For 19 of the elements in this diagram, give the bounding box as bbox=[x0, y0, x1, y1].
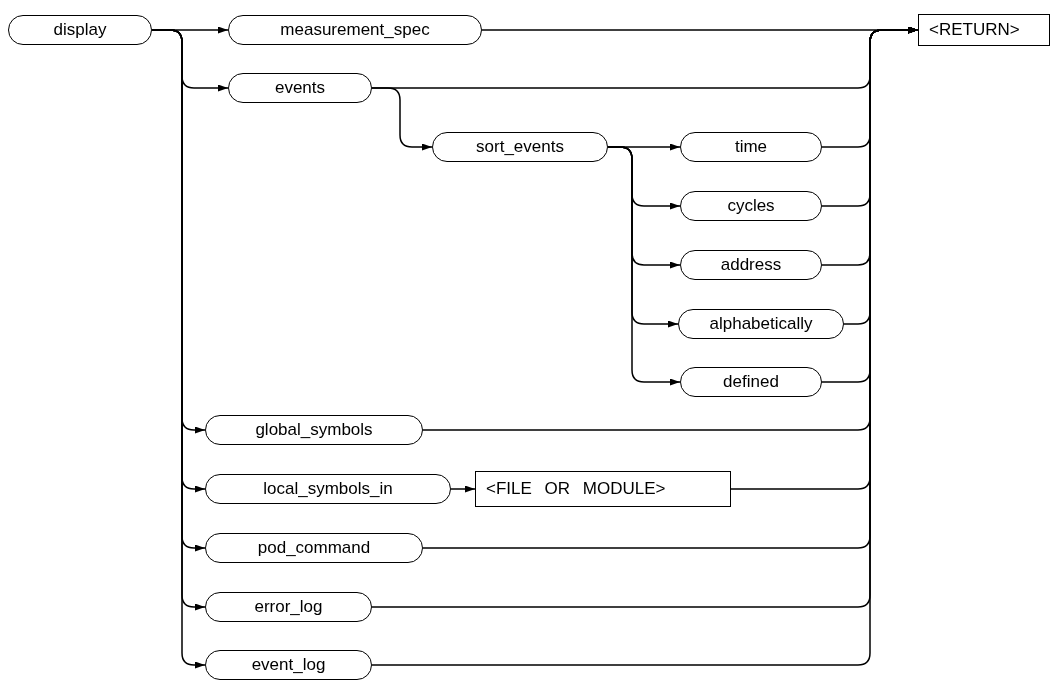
keyword-box: error_log bbox=[205, 592, 372, 622]
keyword-box: event_log bbox=[205, 650, 372, 680]
connector-arrow bbox=[371, 87, 433, 151]
keyword-box: time bbox=[680, 132, 822, 162]
keyword-box: sort_events bbox=[432, 132, 608, 162]
keyword-box: display bbox=[8, 15, 152, 45]
keyword-box: defined bbox=[680, 367, 822, 397]
parameter-box: <FILE OR MODULE> bbox=[475, 471, 731, 507]
parameter-box: <RETURN> bbox=[918, 14, 1050, 46]
keyword-box: measurement_spec bbox=[228, 15, 482, 45]
connector-arrow bbox=[607, 146, 681, 386]
keyword-box: address bbox=[680, 250, 822, 280]
keyword-box: global_symbols bbox=[205, 415, 423, 445]
keyword-box: alphabetically bbox=[678, 309, 844, 339]
keyword-box: local_symbols_in bbox=[205, 474, 451, 504]
keyword-box: pod_command bbox=[205, 533, 423, 563]
keyword-box: cycles bbox=[680, 191, 822, 221]
connector-arrow bbox=[450, 485, 476, 493]
keyword-box: events bbox=[228, 73, 372, 103]
